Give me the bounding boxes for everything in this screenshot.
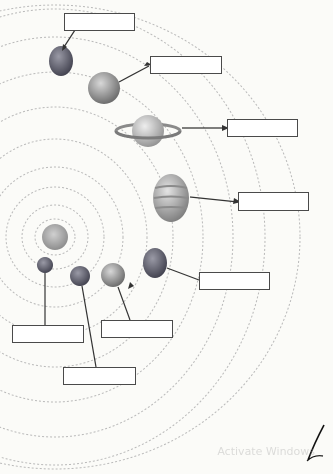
label-box-6[interactable] [12,325,84,343]
sun [42,224,68,250]
banded-planet [153,174,189,222]
label-box-5[interactable] [199,272,270,290]
label-box-3[interactable] [227,119,298,137]
planet-textured [101,263,125,287]
label-box-2[interactable] [150,56,222,74]
ringed-planet [116,115,180,147]
orbit-9 [0,9,265,465]
planet-top [49,46,73,76]
planet-second [88,72,120,104]
planet-small-left [37,257,53,273]
label-box-4[interactable] [238,192,309,211]
planet-small-mid [70,266,90,286]
label-box-8[interactable] [63,367,136,385]
label-box-7[interactable] [101,320,173,338]
leader-lines [45,30,238,367]
pen-stroke [305,422,327,464]
label-box-1[interactable] [64,13,135,31]
planets [37,46,189,287]
planet-dark-right [143,248,167,278]
